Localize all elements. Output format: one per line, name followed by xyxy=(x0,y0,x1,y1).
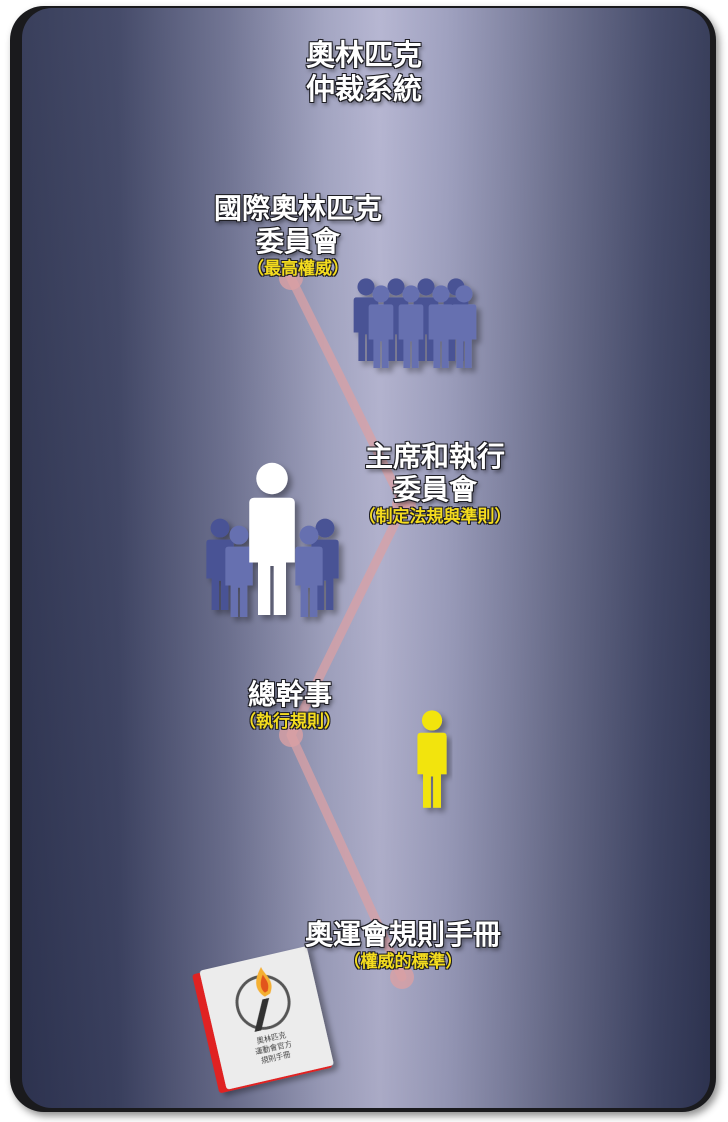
node-executive-line1: 主席和執行 xyxy=(364,439,505,473)
node-dot-executive xyxy=(392,493,416,517)
node-executive-role: （制定法規與準則） xyxy=(358,507,512,528)
node-rulebook-role: （權威的標準） xyxy=(343,952,463,973)
olympic-rulebook-icon: 奧林匹克 運動會官方 規則手冊 xyxy=(192,946,334,1093)
node-rulebook-line1: 奧運會規則手冊 xyxy=(304,917,501,951)
node-ioc-role: （最高權威） xyxy=(247,259,350,280)
title-line2: 仲裁系統 xyxy=(305,72,422,107)
node-director: 總幹事 （執行規則） xyxy=(190,677,390,733)
node-rulebook: 奧運會規則手冊 （權威的標準） xyxy=(268,917,538,973)
node-dot-ioc xyxy=(279,266,303,290)
hierarchy-connector xyxy=(279,266,416,989)
node-ioc-line1: 國際奧林匹克 xyxy=(213,191,382,225)
group-of-people-icon xyxy=(353,278,477,368)
single-person-icon xyxy=(417,710,447,808)
node-ioc-line2: 委員會 xyxy=(255,224,340,259)
node-dot-rulebook xyxy=(390,965,414,989)
node-director-line1: 總幹事 xyxy=(247,677,332,711)
diagram-title: 奧林匹克 仲裁系統 xyxy=(264,37,464,107)
title-line1: 奧林匹克 xyxy=(305,37,422,72)
node-ioc: 國際奧林匹克 委員會 （最高權威） xyxy=(168,191,428,280)
node-executive-line2: 委員會 xyxy=(392,472,477,507)
node-director-role: （執行規則） xyxy=(239,712,342,733)
diagram-panel xyxy=(22,8,710,1108)
node-dot-director xyxy=(279,723,303,747)
node-executive: 主席和執行 委員會 （制定法規與準則） xyxy=(305,439,565,528)
